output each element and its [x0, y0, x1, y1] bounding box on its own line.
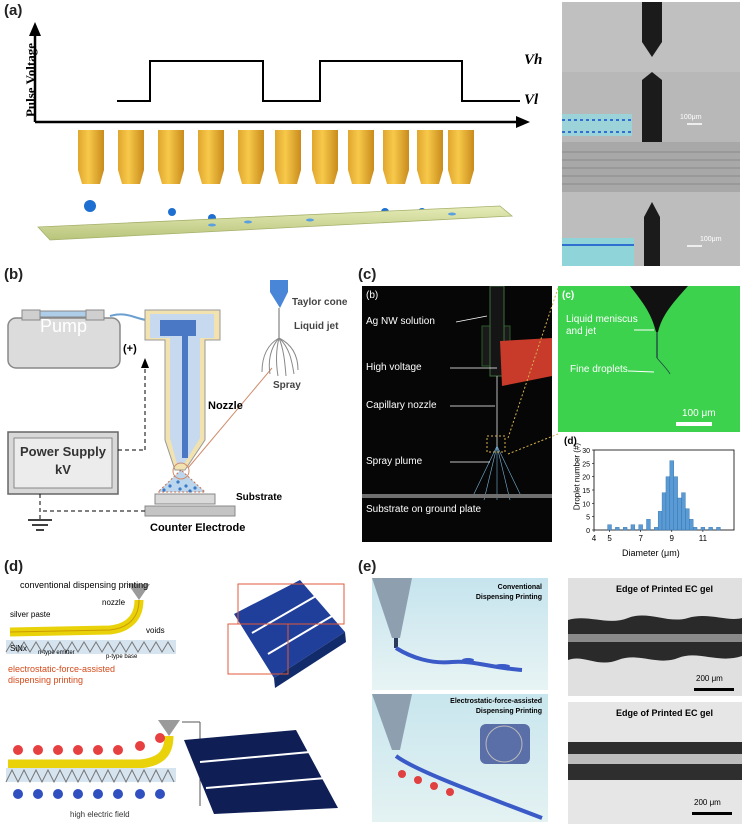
p-type-base-label: p-type base	[106, 654, 138, 660]
power-supply-label: Power Supply	[20, 444, 106, 459]
panel-e-label: (e)	[358, 558, 377, 575]
spray-plume-label: Spray plume	[366, 456, 423, 467]
scale-bar-c: 100 μm	[682, 408, 716, 419]
histogram-bar	[681, 492, 686, 531]
inner-d-label: (d)	[564, 436, 577, 447]
efa-label-2: Dispensing Printing	[475, 708, 542, 715]
scale-bar-a2: 100μm	[700, 236, 722, 243]
sinx-label: SiNx	[10, 644, 27, 653]
y-tick-label: 0	[586, 528, 590, 535]
efa-printing-label-1: electrostatic-force-assisted	[8, 664, 116, 674]
histogram-x-label: Diameter (μm)	[622, 548, 680, 558]
histogram-bar	[630, 524, 636, 531]
histogram-bar	[669, 460, 674, 531]
x-tick-label: 4	[592, 534, 597, 543]
histogram-bar	[692, 527, 698, 531]
pump-label: Pump	[40, 316, 88, 336]
y-tick-label: 30	[582, 448, 590, 455]
histogram-bar	[638, 524, 643, 531]
gel-edge-micrograph-2: Edge of Printed EC gel 200 μm	[568, 702, 742, 824]
ag-nw-solution-label: Ag NW solution	[366, 316, 435, 327]
panel-d-label: (d)	[4, 558, 24, 575]
y-tick-label: 20	[582, 475, 590, 482]
histogram-bar	[673, 476, 678, 531]
spray-label: Spray	[273, 380, 301, 391]
histogram-y-label: Droplet number (#)	[572, 442, 582, 511]
meniscus-photo: (c) Liquid meniscus and jet Fine droplet…	[558, 286, 740, 432]
y-tick-label: 5	[586, 515, 590, 522]
conventional-render: Conventional Dispensing Printing	[372, 578, 548, 690]
y-tick-label: 25	[582, 461, 590, 468]
droplet-histogram: 0 5 10 15 20 25 30 4 5 7 9 11 Droplet number (#) Di…	[560, 442, 742, 560]
edge-label-2: Edge of Printed EC gel	[616, 708, 714, 718]
histogram-bar	[689, 519, 694, 531]
x-tick-label: 7	[638, 534, 643, 543]
nozzle-label-d: nozzle	[102, 598, 126, 607]
scale-bar-e1: 200 μm	[696, 674, 723, 683]
inner-c-label: (c)	[562, 290, 575, 301]
histogram-bar	[646, 519, 651, 531]
pulse-voltage-axis-label: Pulse Voltage	[23, 42, 38, 118]
high-voltage-label: High voltage	[366, 362, 422, 373]
scale-bar-e2: 200 μm	[694, 798, 721, 807]
liquid-jet-label: Liquid jet	[294, 321, 339, 332]
y-tick-label: 15	[582, 488, 590, 495]
dispensing-printing-schematic	[5, 580, 346, 814]
panel-a-label: (a)	[4, 2, 23, 19]
histogram-bar	[716, 527, 721, 531]
meniscus-label-1: Liquid meniscus	[566, 314, 638, 325]
meniscus-label-2: and jet	[566, 326, 597, 337]
histogram-bar	[657, 511, 663, 531]
histogram-bar	[661, 492, 667, 531]
zoom-guide-lines	[507, 287, 559, 455]
silver-paste-label: silver paste	[10, 610, 51, 619]
voids-label: voids	[146, 626, 165, 635]
x-tick-label: 11	[699, 534, 708, 543]
substrate-label: Substrate	[236, 492, 283, 503]
counter-electrode-label: Counter Electrode	[150, 522, 246, 534]
efa-render: Electrostatic-force-assisted Dispensing …	[372, 694, 548, 822]
fine-droplets-label: Fine droplets	[570, 364, 628, 375]
histogram-bar	[615, 527, 620, 531]
histogram-bar	[654, 527, 659, 531]
nozzle-label: Nozzle	[208, 400, 243, 412]
power-supply-kv-label: kV	[55, 462, 71, 477]
efa-printing-label-2: dispensing printing	[8, 675, 84, 685]
histogram-bar	[677, 497, 682, 531]
histogram-bar	[708, 527, 713, 531]
capillary-nozzle-label: Capillary nozzle	[366, 400, 437, 411]
histogram-bar	[607, 524, 612, 531]
y-tick-label: 10	[582, 501, 590, 508]
taylor-cone-label: Taylor cone	[292, 297, 348, 308]
electrospray-setup-diagram	[7, 280, 299, 531]
conventional-label-1: Conventional	[497, 584, 542, 591]
histogram-bar	[685, 508, 690, 531]
gel-edge-micrograph-1: Edge of Printed EC gel 200 μm	[568, 578, 742, 696]
efa-label-1: Electrostatic-force-assisted	[450, 698, 542, 705]
histogram-bar	[700, 527, 706, 531]
edge-label-1: Edge of Printed EC gel	[616, 584, 714, 594]
inner-b-label: (b)	[366, 290, 379, 301]
histogram-bar	[622, 527, 628, 531]
conventional-label-2: Dispensing Printing	[475, 594, 542, 601]
nozzle-row	[78, 130, 474, 184]
conventional-printing-label: conventional dispensing printing	[20, 580, 149, 590]
nozzle-micrograph-stack: 100μm 100μm	[562, 2, 740, 266]
spray-photo: (b) Ag NW solution High voltage Capillar…	[362, 286, 552, 542]
x-tick-label: 9	[670, 534, 675, 543]
plus-terminal-label: (+)	[123, 343, 137, 355]
histogram-bar	[665, 476, 671, 531]
high-field-label: high electric field	[70, 810, 130, 819]
vh-label: Vh	[524, 52, 543, 68]
panel-c-label: (c)	[358, 266, 377, 283]
substrate-ground-label: Substrate on ground plate	[366, 504, 482, 515]
panel-b-label: (b)	[4, 266, 24, 283]
x-tick-label: 5	[607, 534, 612, 543]
n-type-emitter-label: n-type emitter	[38, 650, 75, 656]
scale-bar-a1: 100μm	[680, 114, 702, 121]
pulse-nozzle-diagram	[29, 22, 530, 241]
vl-label: Vl	[524, 92, 539, 108]
